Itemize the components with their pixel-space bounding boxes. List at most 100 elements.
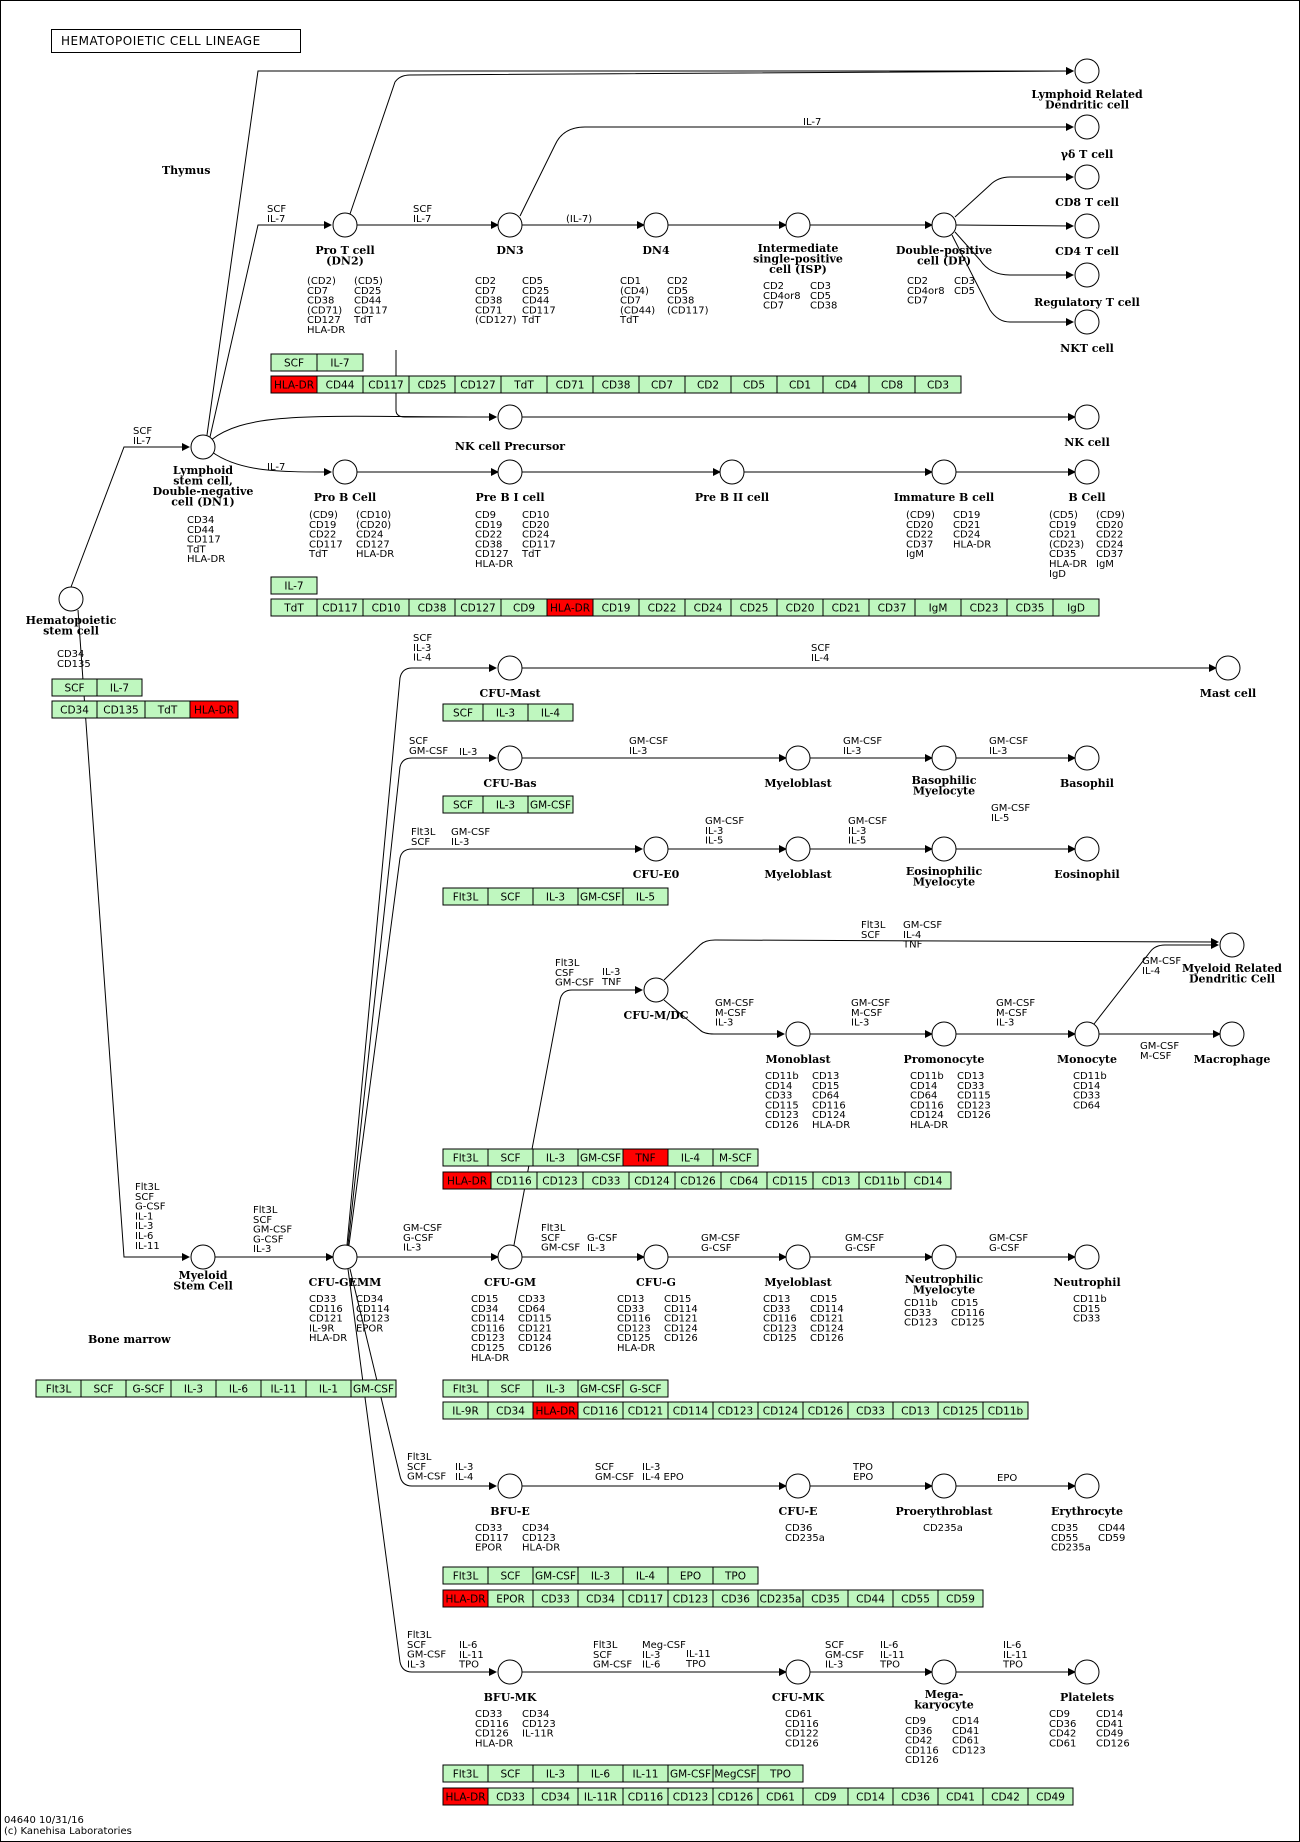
gene-box-il-7[interactable]: IL-7 bbox=[96, 678, 143, 697]
gene-box-igm[interactable]: IgM bbox=[914, 598, 962, 617]
cell-node-cfugm[interactable] bbox=[497, 1244, 523, 1270]
gene-box-gm-csf[interactable]: GM-CSF bbox=[527, 795, 574, 814]
cell-node-nk[interactable] bbox=[1074, 404, 1100, 430]
gene-box-gm-csf[interactable]: GM-CSF bbox=[577, 1148, 624, 1167]
cell-node-myeloblast2[interactable] bbox=[785, 836, 811, 862]
gene-box-cd71[interactable]: CD71 bbox=[546, 375, 594, 394]
gene-box-cd7[interactable]: CD7 bbox=[638, 375, 686, 394]
cell-node-neutmyelo[interactable] bbox=[931, 1244, 957, 1270]
gene-box-cd22[interactable]: CD22 bbox=[638, 598, 686, 617]
gene-box-cd33[interactable]: CD33 bbox=[582, 1171, 630, 1190]
gene-box-cd11b[interactable]: CD11b bbox=[982, 1401, 1029, 1420]
gene-box-hla-dr[interactable]: HLA-DR bbox=[442, 1589, 489, 1608]
cell-node-cfue[interactable] bbox=[785, 1473, 811, 1499]
gene-box-cd135[interactable]: CD135 bbox=[96, 700, 146, 719]
gene-box-hla-dr[interactable]: HLA-DR bbox=[532, 1401, 579, 1420]
gene-box-il-3[interactable]: IL-3 bbox=[482, 703, 529, 722]
gene-box-cd33[interactable]: CD33 bbox=[487, 1787, 534, 1806]
gene-box-cd124[interactable]: CD124 bbox=[757, 1401, 804, 1420]
cell-node-isp[interactable] bbox=[785, 212, 811, 238]
gene-box-cd38[interactable]: CD38 bbox=[592, 375, 640, 394]
gene-box-cd5[interactable]: CD5 bbox=[730, 375, 778, 394]
gene-box-il-1[interactable]: IL-1 bbox=[305, 1379, 352, 1398]
gene-box-hla-dr[interactable]: HLA-DR bbox=[442, 1787, 489, 1806]
gene-box-cd115[interactable]: CD115 bbox=[766, 1171, 814, 1190]
cell-node-eosmyelo[interactable] bbox=[931, 836, 957, 862]
gene-box-cd23[interactable]: CD23 bbox=[960, 598, 1008, 617]
gene-box-cd21[interactable]: CD21 bbox=[822, 598, 870, 617]
cell-node-cfumast[interactable] bbox=[497, 655, 523, 681]
cell-node-msc[interactable] bbox=[190, 1244, 216, 1270]
gene-box-cd126[interactable]: CD126 bbox=[802, 1401, 849, 1420]
gene-box-cd9[interactable]: CD9 bbox=[500, 598, 548, 617]
gene-box-cd127[interactable]: CD127 bbox=[454, 375, 502, 394]
gene-box-hla-dr[interactable]: HLA-DR bbox=[189, 700, 239, 719]
gene-box-flt3l[interactable]: Flt3L bbox=[442, 1566, 489, 1585]
gene-box-cd14[interactable]: CD14 bbox=[847, 1787, 894, 1806]
gene-box-g-scf[interactable]: G-SCF bbox=[125, 1379, 172, 1398]
gene-box-cd123[interactable]: CD123 bbox=[667, 1787, 714, 1806]
cell-node-dn3[interactable] bbox=[497, 212, 523, 238]
gene-box-hla-dr[interactable]: HLA-DR bbox=[442, 1171, 492, 1190]
gene-box-scf[interactable]: SCF bbox=[442, 795, 484, 814]
cell-node-bcell[interactable] bbox=[1074, 459, 1100, 485]
gene-box-gm-csf[interactable]: GM-CSF bbox=[577, 887, 624, 906]
gene-box-il-3[interactable]: IL-3 bbox=[532, 887, 579, 906]
gene-box-scf[interactable]: SCF bbox=[442, 703, 484, 722]
gene-box-cd1[interactable]: CD1 bbox=[776, 375, 824, 394]
gene-box-gm-csf[interactable]: GM-CSF bbox=[532, 1566, 579, 1585]
gene-box-cd3[interactable]: CD3 bbox=[914, 375, 962, 394]
gene-box-cd49[interactable]: CD49 bbox=[1027, 1787, 1074, 1806]
gene-box-epor[interactable]: EPOR bbox=[487, 1589, 534, 1608]
gene-box-tdt[interactable]: TdT bbox=[500, 375, 548, 394]
gene-box-il-6[interactable]: IL-6 bbox=[577, 1764, 624, 1783]
gene-box-g-scf[interactable]: G-SCF bbox=[622, 1379, 669, 1398]
gene-box-tdt[interactable]: TdT bbox=[144, 700, 191, 719]
gene-box-scf[interactable]: SCF bbox=[270, 353, 318, 372]
gene-box-il-11[interactable]: IL-11 bbox=[260, 1379, 307, 1398]
gene-box-hla-dr[interactable]: HLA-DR bbox=[270, 375, 318, 394]
cell-node-proery[interactable] bbox=[931, 1473, 957, 1499]
gene-box-m-scf[interactable]: M-SCF bbox=[712, 1148, 759, 1167]
gene-box-tdt[interactable]: TdT bbox=[270, 598, 318, 617]
cell-node-basophil[interactable] bbox=[1074, 745, 1100, 771]
gene-box-cd44[interactable]: CD44 bbox=[316, 375, 364, 394]
gene-box-cd55[interactable]: CD55 bbox=[892, 1589, 939, 1608]
gene-box-tpo[interactable]: TPO bbox=[712, 1566, 759, 1585]
gene-box-il-3[interactable]: IL-3 bbox=[170, 1379, 217, 1398]
gene-box-tpo[interactable]: TPO bbox=[757, 1764, 804, 1783]
cell-node-myeloblast3[interactable] bbox=[785, 1244, 811, 1270]
gene-box-scf[interactable]: SCF bbox=[487, 887, 534, 906]
gene-box-cd9[interactable]: CD9 bbox=[802, 1787, 849, 1806]
gene-box-scf[interactable]: SCF bbox=[487, 1566, 534, 1585]
gene-box-cd19[interactable]: CD19 bbox=[592, 598, 640, 617]
gene-box-il-3[interactable]: IL-3 bbox=[577, 1566, 624, 1585]
cell-node-dp[interactable] bbox=[931, 212, 957, 238]
gene-box-cd126[interactable]: CD126 bbox=[674, 1171, 722, 1190]
cell-node-cd8[interactable] bbox=[1074, 164, 1100, 190]
gene-box-scf[interactable]: SCF bbox=[487, 1764, 534, 1783]
cell-node-lrdc[interactable] bbox=[1074, 58, 1100, 84]
gene-box-flt3l[interactable]: Flt3L bbox=[442, 1148, 489, 1167]
gene-box-cd34[interactable]: CD34 bbox=[487, 1401, 534, 1420]
cell-node-monocyte[interactable] bbox=[1074, 1021, 1100, 1047]
gene-box-cd33[interactable]: CD33 bbox=[532, 1589, 579, 1608]
gene-box-cd20[interactable]: CD20 bbox=[776, 598, 824, 617]
cell-node-cfumdc[interactable] bbox=[643, 977, 669, 1003]
gene-box-cd36[interactable]: CD36 bbox=[712, 1589, 759, 1608]
gene-box-il-4[interactable]: IL-4 bbox=[527, 703, 574, 722]
cell-node-gdT[interactable] bbox=[1074, 114, 1100, 140]
gene-box-cd42[interactable]: CD42 bbox=[982, 1787, 1029, 1806]
cell-node-nkt[interactable] bbox=[1074, 309, 1100, 335]
gene-box-cd25[interactable]: CD25 bbox=[730, 598, 778, 617]
gene-box-cd35[interactable]: CD35 bbox=[802, 1589, 849, 1608]
cell-node-eosinophil[interactable] bbox=[1074, 836, 1100, 862]
cell-node-lymphoid[interactable] bbox=[190, 434, 216, 460]
gene-box-cd117[interactable]: CD117 bbox=[622, 1589, 669, 1608]
gene-box-il-3[interactable]: IL-3 bbox=[482, 795, 529, 814]
gene-box-cd123[interactable]: CD123 bbox=[536, 1171, 584, 1190]
cell-node-cd4[interactable] bbox=[1074, 213, 1100, 239]
gene-box-tnf[interactable]: TNF bbox=[622, 1148, 669, 1167]
cell-node-cfubas[interactable] bbox=[497, 745, 523, 771]
gene-box-cd126[interactable]: CD126 bbox=[712, 1787, 759, 1806]
